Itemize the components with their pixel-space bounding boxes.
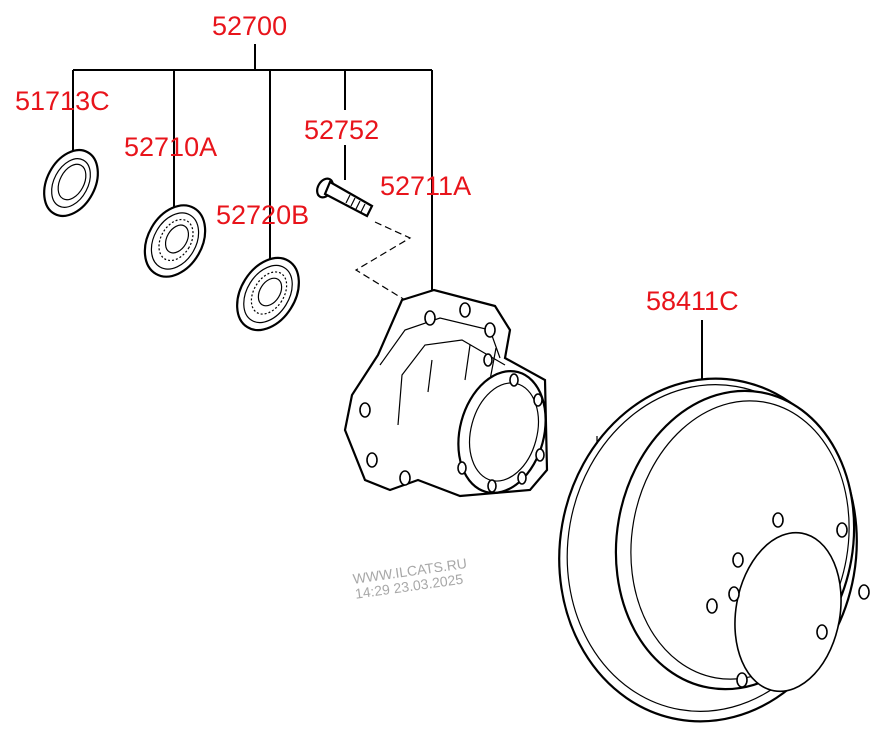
inner-bearing-part[interactable] <box>224 247 311 342</box>
label-oil-seal[interactable]: 51713C <box>15 86 110 116</box>
label-outer-bearing[interactable]: 52710A <box>124 132 218 162</box>
leader-lines <box>72 44 703 385</box>
brake-drum-part[interactable] <box>532 355 883 727</box>
label-assembly-52700[interactable]: 52700 <box>212 11 288 41</box>
hub-part[interactable] <box>343 288 559 503</box>
label-hub[interactable]: 52711A <box>380 171 472 201</box>
label-inner-bearing[interactable]: 52720B <box>216 200 310 230</box>
oil-seal-part[interactable] <box>33 141 108 225</box>
label-brake-drum[interactable]: 58411C <box>646 286 739 316</box>
hub-bolt-part[interactable] <box>314 176 374 218</box>
outer-bearing-part[interactable] <box>133 195 218 288</box>
label-hub-bolt[interactable]: 52752 <box>304 115 380 145</box>
